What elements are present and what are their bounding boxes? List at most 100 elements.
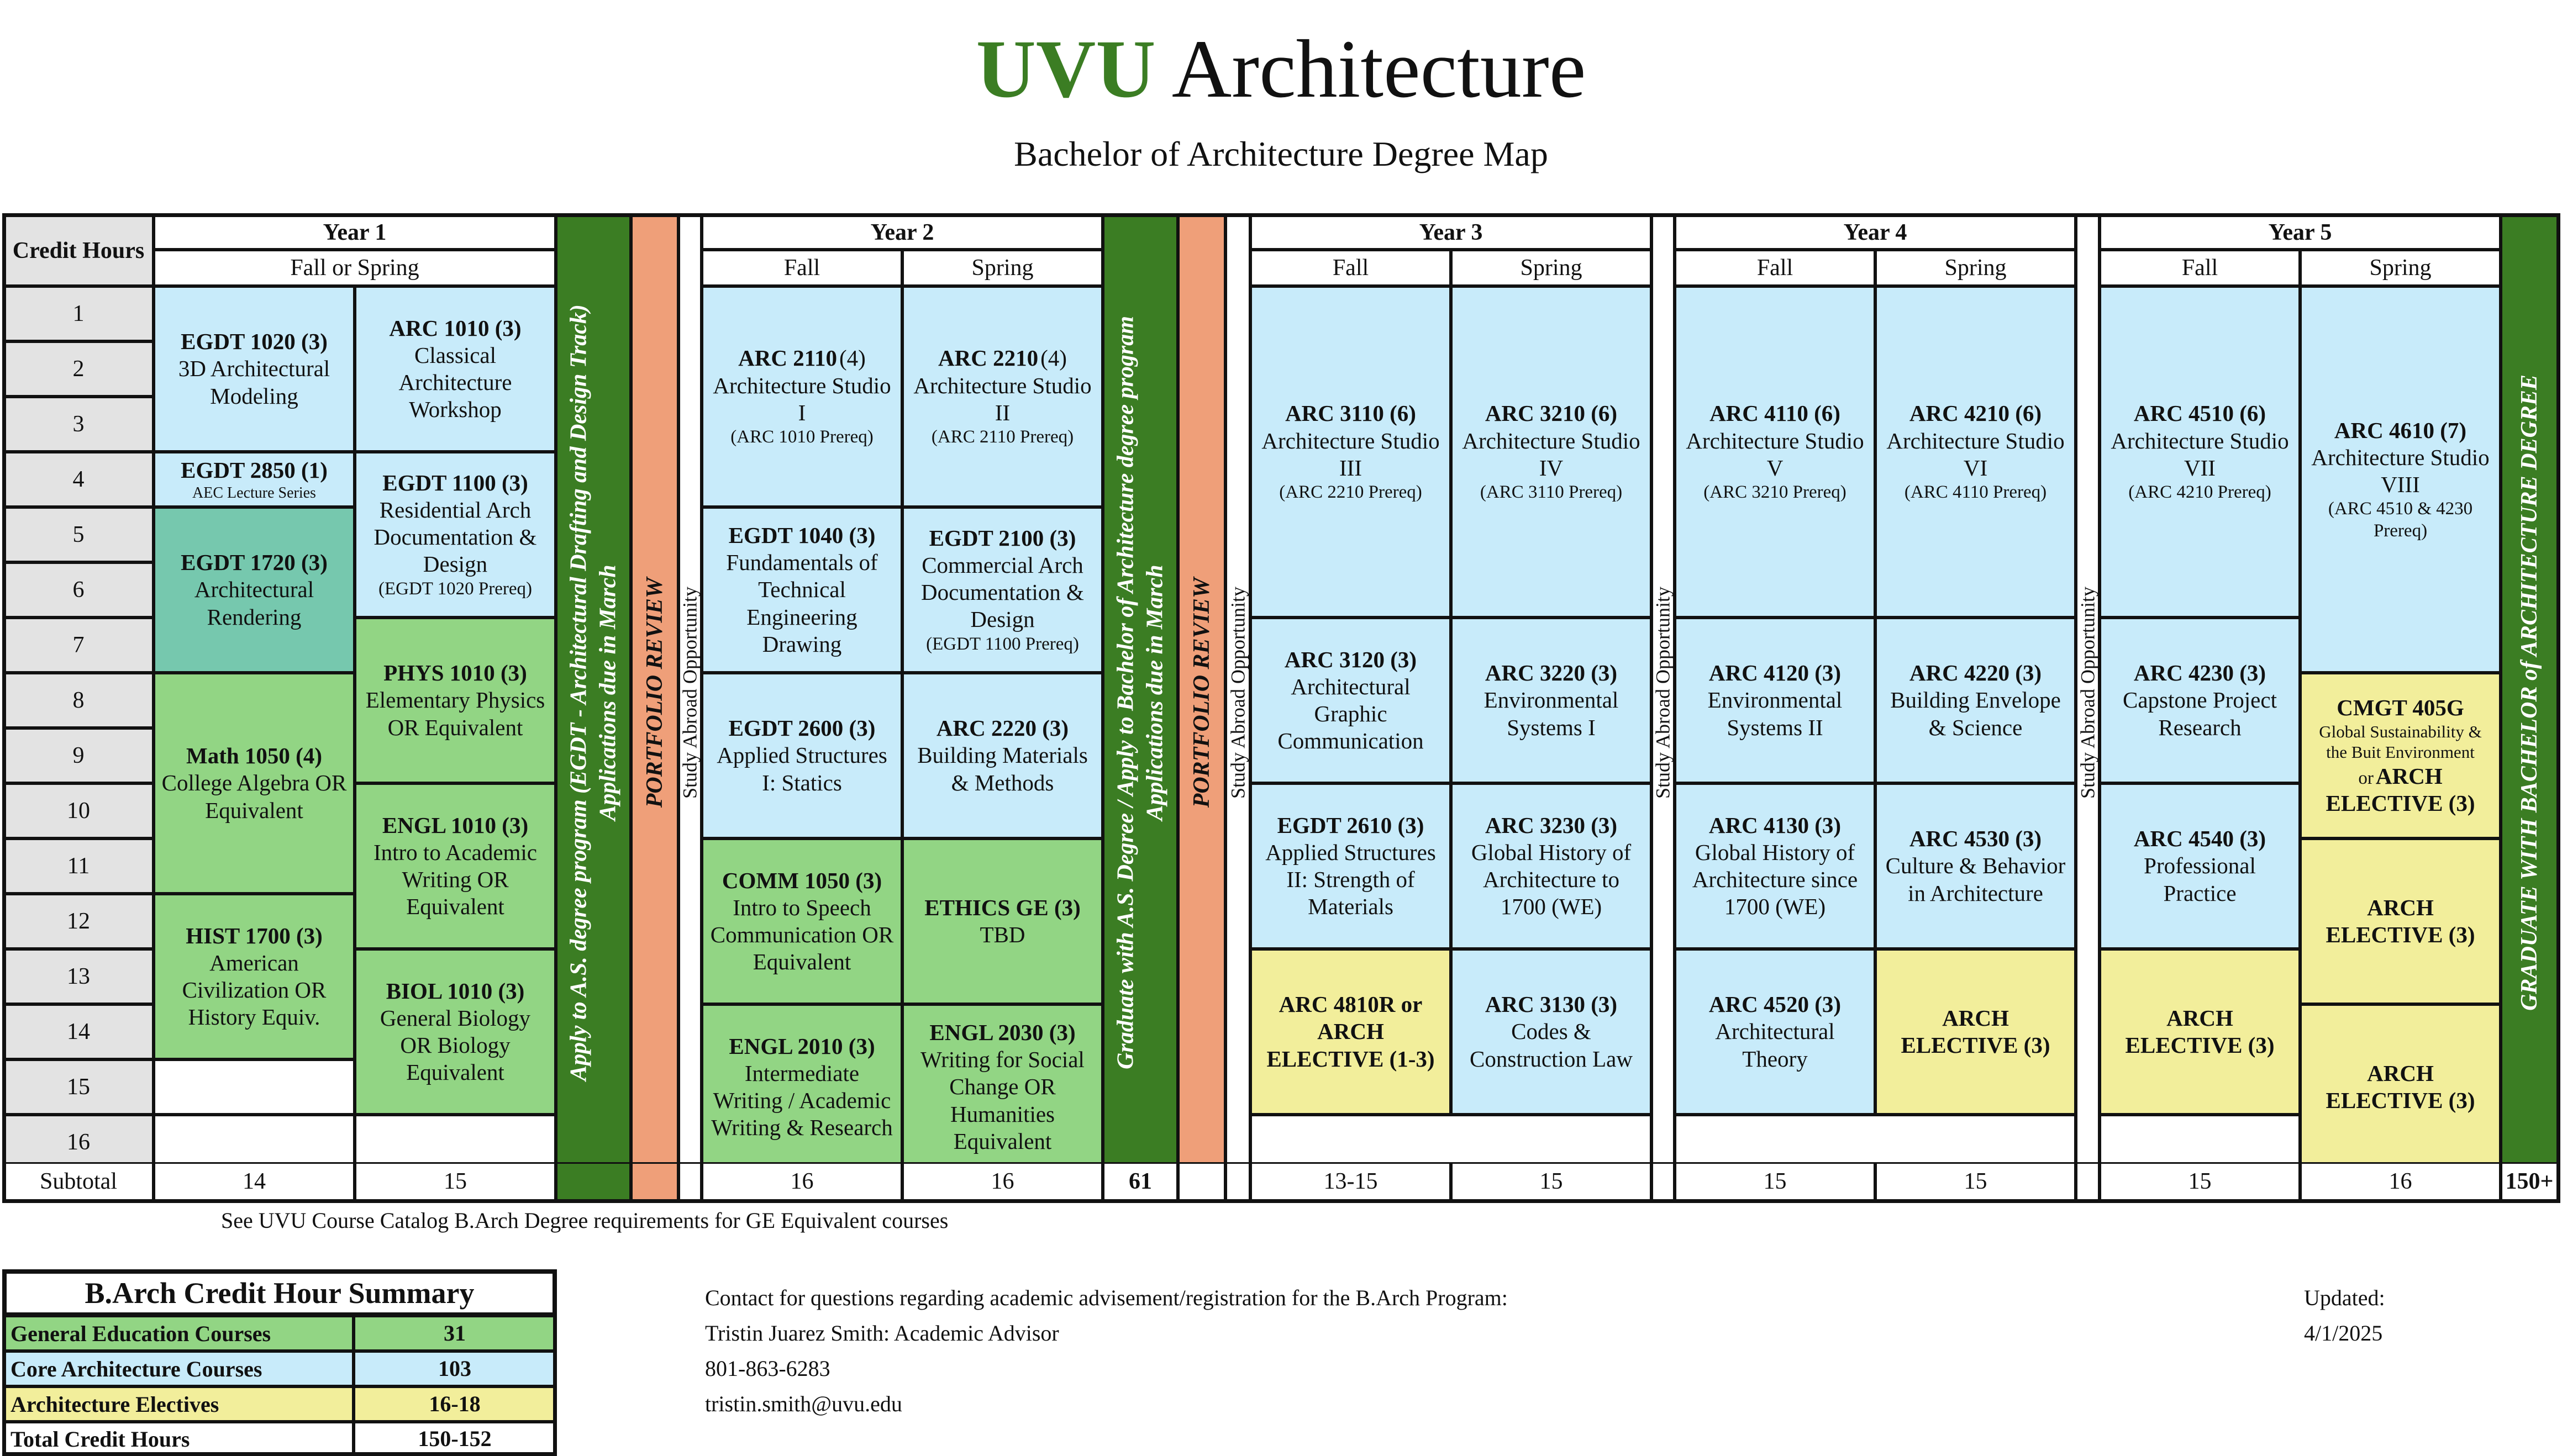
- course-ethics-ge: ETHICS GE (3) TBD: [902, 838, 1103, 1004]
- course-arc4110: ARC 4110 (6) Architecture Studio V (ARC …: [1675, 286, 1875, 618]
- subtotal-total: 150+: [2501, 1162, 2558, 1201]
- title-architecture: Architecture: [1171, 23, 1586, 115]
- course-hist1700: HIST 1700 (3) American Civilization OR H…: [154, 894, 355, 1059]
- course-arc3120: ARC 3120 (3) Architectural Graphic Commu…: [1250, 618, 1451, 783]
- subtotal-y3s: 15: [1451, 1162, 1651, 1201]
- course-engl2030: ENGL 2030 (3) Writing for Social Change …: [902, 1004, 1103, 1170]
- subtotal-as-total: 61: [1103, 1162, 1178, 1201]
- credit-hours-header: Credit Hours: [3, 215, 154, 286]
- course-arch-elective: ARCH ELECTIVE (3): [2300, 838, 2501, 1004]
- year5-header: Year 5: [2100, 215, 2501, 250]
- graduate-as-text: Graduate with A.S. Degree / Apply to Bac…: [1113, 316, 1139, 1069]
- row-num: 6: [3, 562, 154, 618]
- course-arc3110: ARC 3110 (6) Architecture Studio III (AR…: [1250, 286, 1451, 618]
- apps-march-text: Applications due in March: [1142, 565, 1167, 821]
- row-num: 1: [3, 286, 154, 341]
- empty-cell: [1675, 1115, 2076, 1170]
- subtotal-y4s: 15: [1875, 1162, 2076, 1201]
- summary-row-total-label: Total Credit Hours: [3, 1422, 354, 1456]
- course-arc4230: ARC 4230 (3) Capstone Project Research: [2100, 618, 2300, 783]
- course-arc4610: ARC 4610 (7) Architecture Studio VIII (A…: [2300, 286, 2501, 673]
- apply-as-text: Apply to A.S. degree program (EGDT - Arc…: [566, 304, 592, 1081]
- contact-email[interactable]: tristin.smith@uvu.edu: [705, 1391, 902, 1416]
- updated-date: 4/1/2025: [2304, 1321, 2383, 1346]
- course-arc1010: ARC 1010 (3) Classical Architecture Work…: [355, 286, 556, 452]
- row-num: 8: [3, 673, 154, 728]
- year3-fall: Fall: [1250, 250, 1451, 286]
- subtotal-bar1-portfolio: [631, 1162, 678, 1201]
- course-math1050: Math 1050 (4) College Algebra OR Equival…: [154, 673, 355, 894]
- empty-cell: [1250, 1115, 1651, 1170]
- course-egdt1100: EGDT 1100 (3) Residential Arch Documenta…: [355, 452, 556, 618]
- row-num: 14: [3, 1004, 154, 1059]
- course-arc4520: ARC 4520 (3) Architectural Theory: [1675, 949, 1875, 1115]
- course-egdt2850: EGDT 2850 (1) AEC Lecture Series: [154, 452, 355, 507]
- year3-header: Year 3: [1250, 215, 1651, 250]
- study-abroad-1: Study Abroad Opportunity: [678, 215, 702, 1170]
- year2-fall: Fall: [702, 250, 902, 286]
- row-num: 3: [3, 397, 154, 452]
- subtotal-y3f: 13-15: [1250, 1162, 1451, 1201]
- summary-row-electives-label: Architecture Electives: [3, 1386, 354, 1422]
- empty-cell: [154, 1059, 355, 1115]
- ge-footnote: See UVU Course Catalog B.Arch Degree req…: [221, 1208, 949, 1233]
- empty-cell: [154, 1115, 355, 1170]
- row-num: 9: [3, 728, 154, 783]
- course-phys1010: PHYS 1010 (3) Elementary Physics OR Equi…: [355, 618, 556, 783]
- course-arc4130: ARC 4130 (3) Global History of Architect…: [1675, 783, 1875, 949]
- summary-row-electives-value: 16-18: [354, 1386, 556, 1422]
- year1-fall-or-spring: Fall or Spring: [154, 250, 556, 286]
- course-arc4540: ARC 4540 (3) Professional Practice: [2100, 783, 2300, 949]
- subtotal-gap: [1178, 1162, 1225, 1201]
- course-arc4510: ARC 4510 (6) Architecture Studio VII (AR…: [2100, 286, 2300, 618]
- course-arch-elective: ARCH ELECTIVE (3): [2300, 1004, 2501, 1170]
- row-num: 4: [3, 452, 154, 507]
- year2-header: Year 2: [702, 215, 1103, 250]
- subtotal-y5s: 16: [2300, 1162, 2501, 1201]
- course-arc3220: ARC 3220 (3) Environmental Systems I: [1451, 618, 1651, 783]
- study-abroad-4: Study Abroad Opportunity: [2076, 215, 2100, 1170]
- summary-row-gened-label: General Education Courses: [3, 1316, 354, 1351]
- summary-row-core-value: 103: [354, 1351, 556, 1386]
- summary-row-total-value: 150-152: [354, 1422, 556, 1456]
- portfolio-review-banner-1: PORTFOLIO REVIEW: [631, 215, 678, 1170]
- course-arc4530: ARC 4530 (3) Culture & Behavior in Archi…: [1875, 783, 2076, 949]
- course-egdt2610: EGDT 2610 (3) Applied Structures II: Str…: [1250, 783, 1451, 949]
- course-arc4220: ARC 4220 (3) Building Envelope & Science: [1875, 618, 2076, 783]
- course-arc3130: ARC 3130 (3) Codes & Construction Law: [1451, 949, 1651, 1115]
- course-cmgt405g: CMGT 405G Global Sustainability & the Bu…: [2300, 673, 2501, 838]
- year4-header: Year 4: [1675, 215, 2076, 250]
- contact-phone: 801-863-6283: [705, 1356, 830, 1381]
- course-comm1050: COMM 1050 (3) Intro to Speech Communicat…: [702, 838, 902, 1004]
- row-num: 7: [3, 618, 154, 673]
- course-egdt1720: EGDT 1720 (3) Architectural Rendering: [154, 507, 355, 673]
- graduate-barch-banner: GRADUATE WITH BACHELOR of ARCHITECTURE D…: [2501, 215, 2558, 1170]
- summary-row-gened-value: 31: [354, 1316, 556, 1351]
- course-arc2110: ARC 2110 (4) Architecture Studio I (ARC …: [702, 286, 902, 507]
- course-arc3230: ARC 3230 (3) Global History of Architect…: [1451, 783, 1651, 949]
- course-biol1010: BIOL 1010 (3) General Biology OR Biology…: [355, 949, 556, 1115]
- subtotal-y2s: 16: [902, 1162, 1103, 1201]
- year4-fall: Fall: [1675, 250, 1875, 286]
- row-num: 10: [3, 783, 154, 838]
- updated-label: Updated:: [2304, 1285, 2385, 1310]
- course-engl1010: ENGL 1010 (3) Intro to Academic Writing …: [355, 783, 556, 949]
- year3-spring: Spring: [1451, 250, 1651, 286]
- contact-heading: Contact for questions regarding academic…: [705, 1285, 1508, 1310]
- row-num: 15: [3, 1059, 154, 1115]
- apps-march-text: Applications due in March: [595, 565, 620, 821]
- course-egdt1040: EGDT 1040 (3) Fundamentals of Technical …: [702, 507, 902, 673]
- course-arch-elective: ARCH ELECTIVE (3): [1875, 949, 2076, 1115]
- brand-uvu: UVU: [976, 23, 1156, 115]
- course-arc2210: ARC 2210 (4) Architecture Studio II (ARC…: [902, 286, 1103, 507]
- subtotal-bar1: [556, 1162, 631, 1201]
- row-num: 11: [3, 838, 154, 894]
- row-num: 13: [3, 949, 154, 1004]
- course-arc2220: ARC 2220 (3) Building Materials & Method…: [902, 673, 1103, 838]
- subtotal-y4f: 15: [1675, 1162, 1875, 1201]
- course-arch-elective: ARCH ELECTIVE (3): [2100, 949, 2300, 1115]
- row-num: 12: [3, 894, 154, 949]
- course-egdt1020: EGDT 1020 (3) 3D Architectural Modeling: [154, 286, 355, 452]
- contact-name: Tristin Juarez Smith: Academic Advisor: [705, 1321, 1059, 1346]
- study-abroad-3: Study Abroad Opportunity: [1651, 215, 1675, 1170]
